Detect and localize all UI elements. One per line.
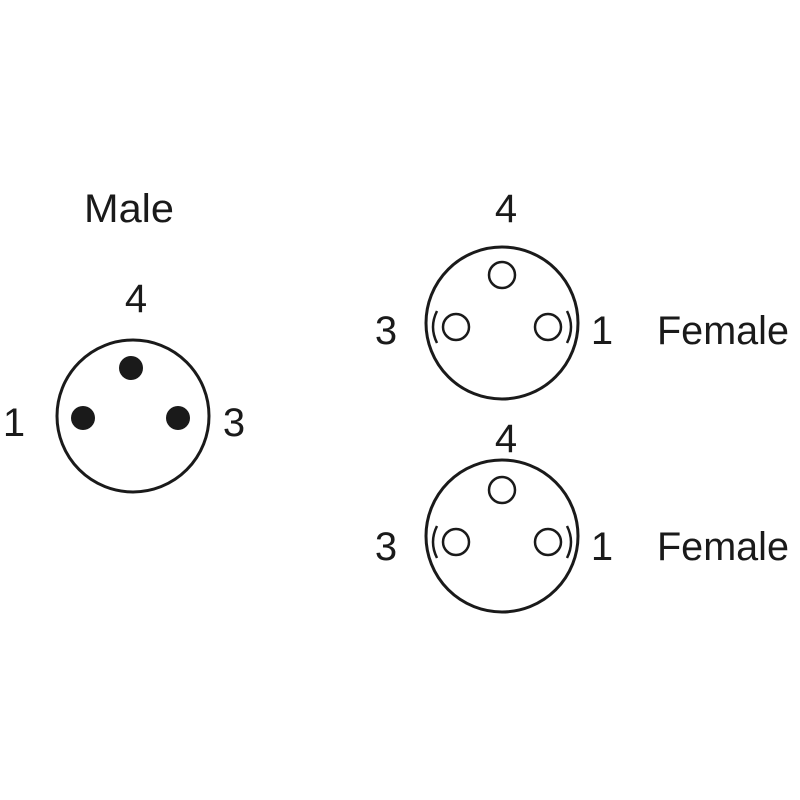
female-top-pin-4-label: 4 xyxy=(495,187,517,231)
female-bottom-pin-1 xyxy=(533,527,563,557)
male-connector: Male 4 1 3 xyxy=(3,187,245,494)
female-bottom-pin-4-label: 4 xyxy=(495,417,517,461)
female-connector-bottom: 4 3 1 Female xyxy=(375,417,789,614)
female-bottom-connector-shell xyxy=(424,458,580,614)
female-top-pin-3-label: 3 xyxy=(375,309,397,353)
female-top-pin-4 xyxy=(487,260,517,290)
male-pin-4-label: 4 xyxy=(125,277,147,321)
female-bottom-left-key-mark xyxy=(431,525,439,559)
male-pin-3-label: 3 xyxy=(223,401,245,445)
female-bottom-title: Female xyxy=(657,525,789,569)
female-connector-top: 4 3 1 Female xyxy=(375,187,789,401)
female-top-title: Female xyxy=(657,309,789,353)
male-pin-1-label: 1 xyxy=(3,401,25,445)
female-bottom-pin-3 xyxy=(441,527,471,557)
male-connector-shell xyxy=(55,338,211,494)
male-pin-4 xyxy=(119,356,143,380)
female-top-right-key-mark xyxy=(565,310,573,344)
female-bottom-pin-4 xyxy=(487,475,517,505)
female-top-pin-1 xyxy=(533,312,563,342)
female-top-pin-1-label: 1 xyxy=(591,309,613,353)
female-top-connector-shell xyxy=(424,245,580,401)
female-top-left-key-mark xyxy=(431,310,439,344)
female-bottom-pin-3-label: 3 xyxy=(375,525,397,569)
male-pin-1 xyxy=(71,406,95,430)
female-bottom-pin-1-label: 1 xyxy=(591,525,613,569)
female-bottom-right-key-mark xyxy=(565,525,573,559)
female-top-pin-3 xyxy=(441,312,471,342)
male-pin-3 xyxy=(166,406,190,430)
male-title: Male xyxy=(84,187,174,231)
